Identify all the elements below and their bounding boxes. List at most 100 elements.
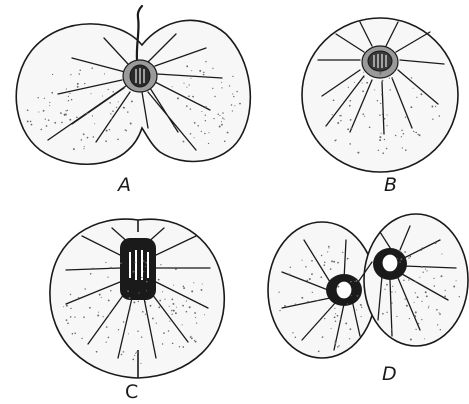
stipple-dot: [362, 113, 364, 115]
stipple-dot: [175, 312, 177, 314]
stipple-dot: [87, 137, 89, 139]
stipple-dot: [135, 353, 136, 354]
stipple-dot: [306, 280, 308, 282]
stipple-dot: [413, 131, 414, 132]
stipple-dot: [435, 106, 436, 107]
stipple-dot: [440, 329, 441, 330]
stipple-dot: [381, 133, 382, 134]
stipple-dot: [369, 126, 371, 128]
stipple-dot: [349, 143, 351, 145]
stipple-dot: [92, 115, 93, 116]
stipple-dot: [130, 123, 132, 125]
stipple-dot: [386, 312, 387, 313]
stipple-dot: [333, 261, 335, 263]
stipple-dot: [204, 133, 206, 135]
stipple-dot: [68, 100, 69, 101]
stipple-dot: [129, 309, 130, 310]
stipple-dot: [109, 129, 110, 130]
stipple-dot: [415, 132, 416, 133]
stipple-dot: [143, 260, 145, 262]
stipple-dot: [108, 337, 110, 339]
stipple-dot: [325, 125, 326, 126]
panel-a-cell: [16, 6, 250, 164]
stipple-dot: [420, 93, 422, 95]
stipple-dot: [362, 90, 364, 92]
stipple-dot: [380, 103, 381, 104]
stipple-dot: [384, 289, 385, 290]
stipple-dot: [102, 95, 103, 96]
stipple-dot: [403, 133, 405, 135]
stipple-dot: [92, 268, 93, 269]
stipple-dot: [224, 140, 226, 142]
stipple-dot: [191, 290, 193, 292]
stipple-dot: [186, 311, 188, 313]
stipple-dot: [232, 93, 233, 94]
stipple-dot: [349, 105, 351, 107]
stipple-dot: [140, 363, 141, 364]
stipple-dot: [70, 294, 71, 295]
stipple-dot: [118, 101, 119, 102]
stipple-dot: [212, 88, 213, 89]
stipple-dot: [203, 74, 205, 76]
stipple-dot: [390, 89, 391, 90]
stipple-dot: [295, 337, 297, 339]
stipple-dot: [354, 82, 355, 83]
stipple-dot: [171, 299, 173, 301]
stipple-dot: [208, 143, 209, 144]
stipple-dot: [279, 310, 280, 311]
stipple-dot: [330, 268, 332, 270]
stipple-dot: [402, 147, 403, 148]
stipple-dot: [116, 107, 117, 108]
stipple-dot: [356, 280, 358, 282]
stipple-dot: [392, 286, 393, 287]
stipple-dot: [335, 340, 336, 341]
stipple-dot: [132, 359, 134, 361]
stipple-dot: [141, 337, 142, 338]
stipple-dot: [395, 291, 396, 292]
stipple-dot: [193, 282, 194, 283]
stipple-dot: [292, 332, 293, 333]
stipple-dot: [311, 260, 313, 262]
stipple-dot: [405, 149, 407, 151]
stipple-dot: [337, 346, 339, 348]
stipple-dot: [409, 256, 411, 258]
stipple-dot: [63, 306, 64, 307]
stipple-dot: [453, 286, 455, 288]
stipple-dot: [221, 82, 222, 83]
stipple-dot: [382, 152, 384, 154]
panel-label-b: B: [384, 176, 397, 195]
stipple-dot: [190, 337, 191, 338]
stipple-dot: [30, 121, 32, 123]
stipple-dot: [421, 319, 422, 320]
stipple-dot: [27, 120, 29, 122]
stipple-dot: [89, 307, 91, 309]
panel-d-left-nucleus: [336, 281, 352, 299]
stipple-dot: [73, 148, 75, 150]
stipple-dot: [340, 319, 341, 320]
stipple-dot: [203, 72, 205, 74]
stipple-dot: [213, 118, 214, 119]
stipple-dot: [124, 107, 125, 108]
stipple-dot: [395, 135, 396, 136]
stipple-dot: [131, 100, 133, 102]
stipple-dot: [190, 133, 192, 135]
stipple-dot: [229, 85, 230, 86]
stipple-dot: [357, 152, 359, 154]
stipple-dot: [83, 133, 85, 135]
stipple-dot: [410, 106, 412, 108]
stipple-dot: [403, 280, 405, 282]
stipple-dot: [78, 297, 80, 299]
stipple-dot: [439, 313, 441, 315]
stipple-dot: [77, 83, 79, 85]
stipple-dot: [234, 105, 235, 106]
stipple-dot: [221, 121, 222, 122]
stipple-dot: [183, 141, 185, 143]
stipple-dot: [419, 134, 421, 136]
stipple-dot: [118, 329, 119, 330]
stipple-dot: [307, 301, 308, 302]
stipple-dot: [423, 272, 424, 273]
stipple-dot: [134, 262, 135, 263]
stipple-dot: [173, 125, 175, 127]
stipple-dot: [278, 291, 279, 292]
stipple-dot: [227, 132, 229, 134]
